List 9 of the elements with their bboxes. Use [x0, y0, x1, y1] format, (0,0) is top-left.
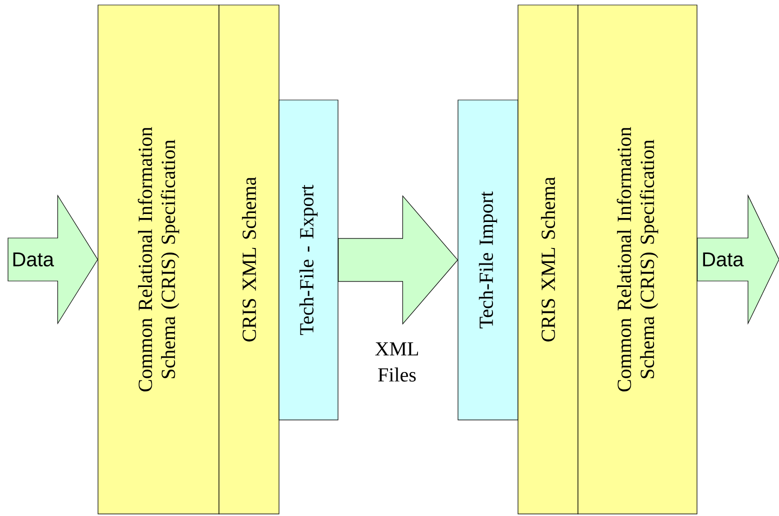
schema-box: Tech-File Import [458, 100, 518, 420]
edge-label: XML Files [361, 341, 433, 383]
edge-label: Data [10, 252, 55, 268]
block-arrow [338, 195, 458, 325]
schema-box: CRIS XML Schema [218, 4, 280, 514]
schema-box: CRIS XML Schema [518, 4, 578, 514]
schema-box: Tech-File - Export [278, 100, 338, 420]
edge-label: Data [700, 252, 745, 268]
schema-box: Common Relational Information Schema (CRIS) Specification [578, 4, 698, 514]
